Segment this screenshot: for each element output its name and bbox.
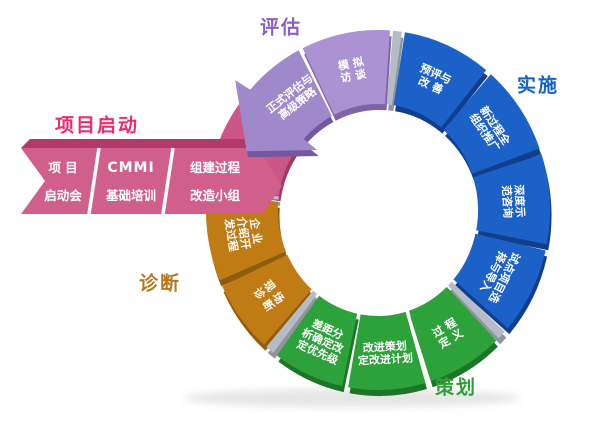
ring-segment-depth-10 bbox=[267, 296, 319, 359]
ring-segment-0 bbox=[302, 29, 390, 115]
kickoff-band-divider-1 bbox=[161, 147, 175, 215]
label-implementation: 实施 bbox=[516, 74, 560, 97]
ring-divider-1 bbox=[386, 30, 402, 106]
label-project-start: 项目启动 bbox=[54, 114, 140, 137]
kickoff-band-text-1-0: CMMI bbox=[107, 160, 154, 176]
ground-shadow bbox=[184, 389, 520, 407]
label-diagnosis: 诊断 bbox=[138, 272, 182, 295]
kickoff-band-text-2-0: 组建过程 bbox=[190, 160, 241, 175]
ring-segment-text-8: 改进策划定改进计划 bbox=[357, 338, 413, 367]
ring-segment-text-4: 深度示范咨询 bbox=[500, 184, 528, 219]
ring-segment-text-12: 企 业介绍开发过程 bbox=[222, 213, 266, 253]
kickoff-band-divider-0 bbox=[87, 147, 101, 215]
ring-segment-9 bbox=[276, 295, 358, 387]
ring-segment-5 bbox=[453, 233, 546, 329]
kickoff-band-text-0-1: 启动会 bbox=[44, 188, 82, 203]
ring-segment-12 bbox=[205, 195, 286, 281]
label-evaluation: 评估 bbox=[259, 16, 303, 39]
ring-segment-11 bbox=[222, 254, 312, 345]
ring-segment-4 bbox=[473, 154, 550, 245]
ring-segment-3 bbox=[443, 74, 540, 174]
ring-divider-10 bbox=[266, 290, 318, 353]
kickoff-band-front bbox=[21, 148, 282, 214]
kickoff-band-text-1-1: 基础培训 bbox=[105, 188, 156, 203]
ring-divider-6 bbox=[448, 281, 505, 339]
kickoff-band-text-0-0: 项 目 bbox=[48, 160, 77, 175]
kickoff-band-text-2-1: 改造小组 bbox=[190, 188, 241, 203]
ring-segment-7 bbox=[408, 286, 497, 382]
ring-segment-2 bbox=[393, 32, 487, 128]
final-evaluation-arrow bbox=[235, 50, 332, 152]
ring-segment-8 bbox=[348, 311, 426, 391]
label-planning: 策划 bbox=[434, 376, 478, 399]
ring-segment-text-0: 模 拟访 谈 bbox=[337, 53, 368, 84]
kickoff-band-top-face bbox=[21, 139, 266, 148]
